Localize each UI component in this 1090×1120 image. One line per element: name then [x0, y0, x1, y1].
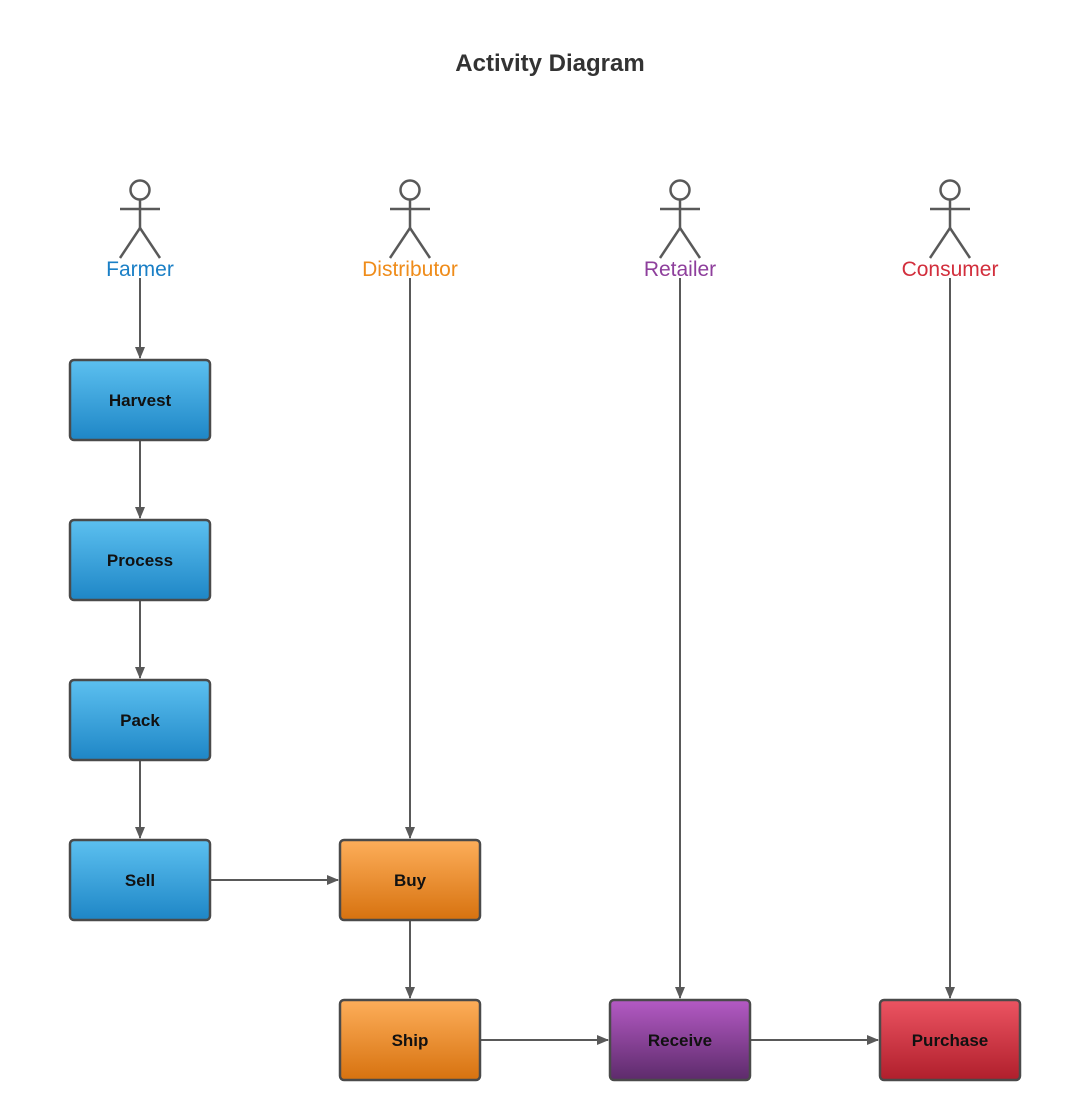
- activity-box: [338, 998, 482, 1082]
- activity-label: Harvest: [109, 391, 172, 410]
- actor-label: Farmer: [106, 258, 174, 281]
- activity-box: [68, 838, 212, 922]
- activity-node-purchase[interactable]: Purchase: [878, 998, 1022, 1082]
- actor-retailer[interactable]: Retailer: [644, 179, 716, 282]
- stick-figure-icon: [658, 179, 702, 259]
- diagram-title: Activity Diagram: [455, 50, 645, 77]
- activity-label: Pack: [120, 711, 160, 730]
- actor-farmer[interactable]: Farmer: [106, 179, 174, 282]
- activity-label: Process: [107, 551, 173, 570]
- actor-label: Retailer: [644, 258, 716, 281]
- actors-layer: Farmer Distributor Retailer Consumer: [106, 179, 999, 282]
- activity-node-ship[interactable]: Ship: [338, 998, 482, 1082]
- activity-node-process[interactable]: Process: [68, 518, 212, 602]
- activity-box: [338, 838, 482, 922]
- stick-figure-icon: [388, 179, 432, 259]
- activity-node-receive[interactable]: Receive: [608, 998, 752, 1082]
- activity-box: [878, 998, 1022, 1082]
- activity-node-sell[interactable]: Sell: [68, 838, 212, 922]
- stick-figure-icon: [118, 179, 162, 259]
- actor-label: Consumer: [902, 258, 999, 281]
- activity-box: [608, 998, 752, 1082]
- stick-figure-icon: [928, 179, 972, 259]
- activity-box: [68, 518, 212, 602]
- activity-node-harvest[interactable]: Harvest: [68, 358, 212, 442]
- activity-box: [68, 358, 212, 442]
- flows-layer: [135, 278, 955, 1045]
- activity-node-pack[interactable]: Pack: [68, 678, 212, 762]
- actor-label: Distributor: [362, 258, 458, 281]
- activity-box: [68, 678, 212, 762]
- actor-consumer[interactable]: Consumer: [902, 179, 999, 282]
- activity-label: Buy: [394, 871, 427, 890]
- activity-label: Ship: [392, 1031, 429, 1050]
- activity-node-buy[interactable]: Buy: [338, 838, 482, 922]
- activity-label: Purchase: [912, 1031, 989, 1050]
- activity-label: Sell: [125, 871, 155, 890]
- actor-distributor[interactable]: Distributor: [362, 179, 458, 282]
- activity-label: Receive: [648, 1031, 712, 1050]
